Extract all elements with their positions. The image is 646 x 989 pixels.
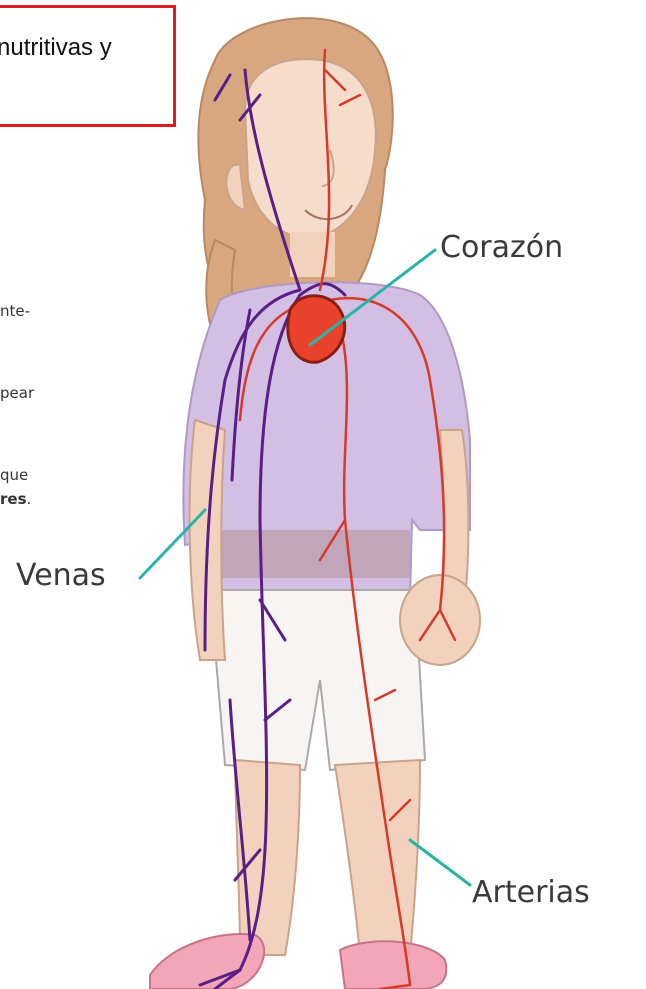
side-text-line-3: que <box>0 466 28 484</box>
arteries-pointer <box>410 840 470 885</box>
shirt-hem <box>210 530 410 578</box>
veins-label: Venas <box>16 558 106 593</box>
shorts <box>210 590 425 770</box>
right-shoe <box>340 941 446 989</box>
heart-label: Corazón <box>440 230 563 265</box>
side-text-line-4: res. <box>0 490 31 508</box>
arteries-label: Arterias <box>472 875 590 910</box>
text-box: nutritivas y <box>0 5 176 127</box>
side-text-period: . <box>27 490 32 508</box>
right-hand <box>400 575 480 665</box>
side-text-line-1: nte- <box>0 302 30 320</box>
right-leg <box>335 760 420 955</box>
side-text-bold: res <box>0 490 27 508</box>
side-text-line-2: pear <box>0 384 34 402</box>
text-box-content: nutritivas y <box>0 34 112 62</box>
